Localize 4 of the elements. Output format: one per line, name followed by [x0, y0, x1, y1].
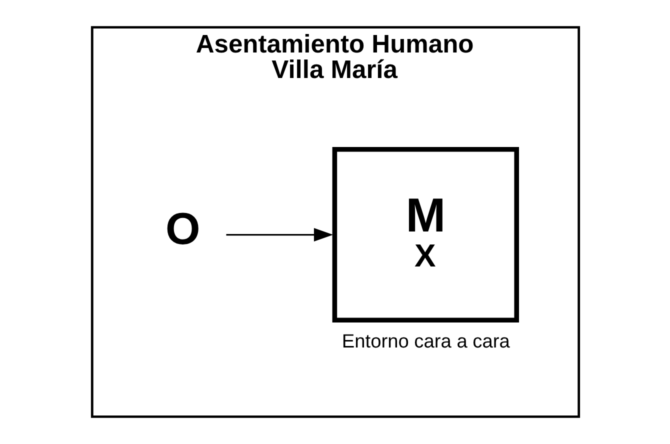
- node-label: Entorno cara a cara: [341, 331, 510, 352]
- node-box: M X: [332, 147, 518, 323]
- arrow: [226, 228, 333, 242]
- node-text: O: [165, 205, 200, 254]
